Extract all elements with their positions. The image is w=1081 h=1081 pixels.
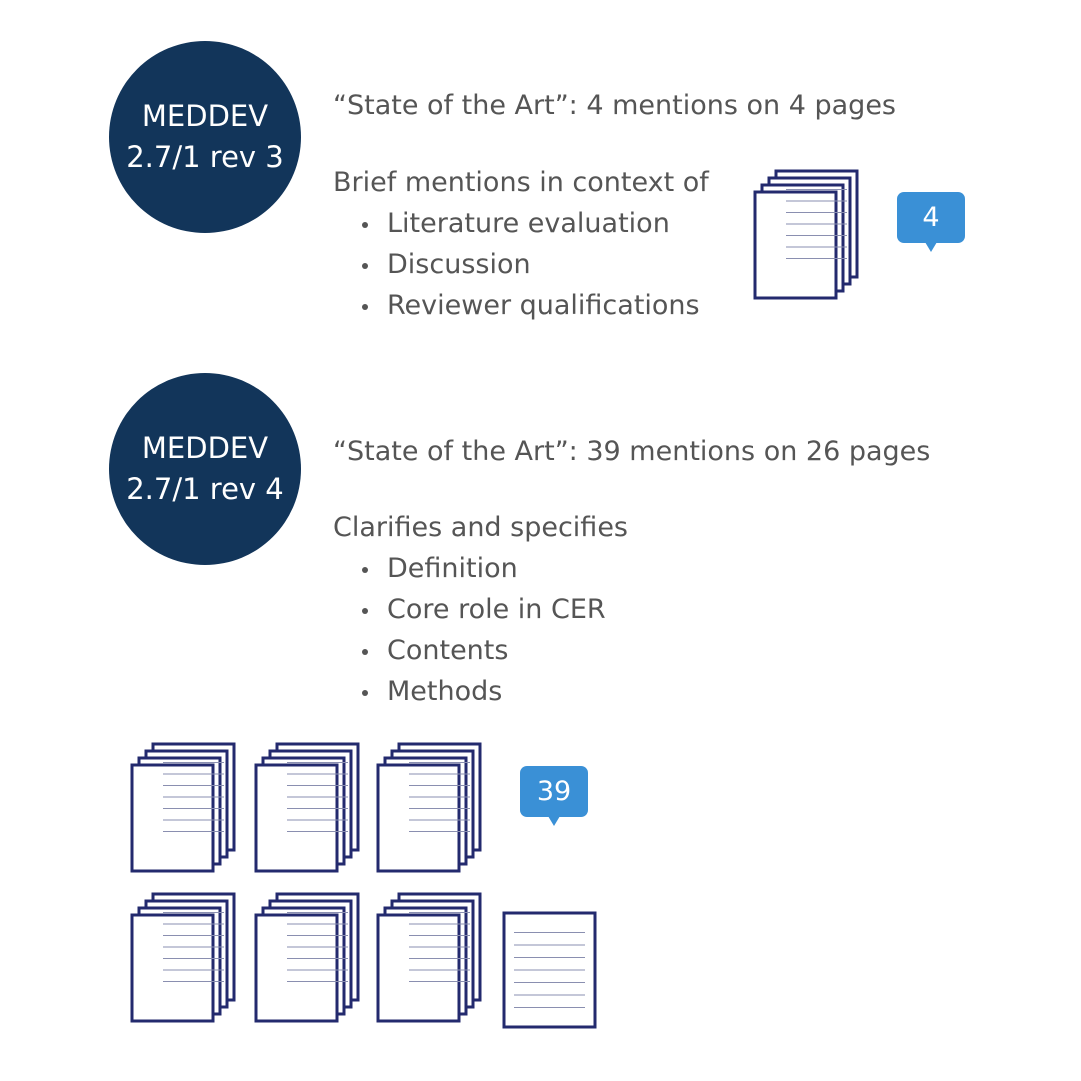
page-sheet	[254, 763, 339, 873]
rev4-page-stack	[376, 892, 482, 1023]
rev3-context-list: Brief mentions in context of Literature …	[333, 162, 709, 326]
rev4-page-stack	[376, 742, 482, 873]
rev4-page-stack	[254, 892, 360, 1023]
rev4-intro: Clarifies and specifies	[333, 512, 628, 543]
list-item: Literature evaluation	[333, 203, 709, 244]
rev4-headline: “State of the Art”: 39 mentions on 26 pa…	[333, 436, 931, 467]
rev4-items: Definition Core role in CER Contents Met…	[333, 548, 628, 712]
rev3-intro: Brief mentions in context of	[333, 167, 709, 198]
list-item: Core role in CER	[333, 589, 628, 630]
rev4-count-bubble: 39	[520, 766, 588, 826]
rev3-page-stack	[753, 169, 859, 300]
badge-line-1: MEDDEV	[141, 431, 269, 465]
rev4-page-stack	[130, 742, 236, 873]
badge-line-2: 2.7/1 rev 4	[126, 472, 284, 506]
list-item: Reviewer qualifications	[333, 285, 709, 326]
rev4-page-stack	[254, 742, 360, 873]
rev4-page-stack	[130, 892, 236, 1023]
list-item: Contents	[333, 630, 628, 671]
rev3-headline: “State of the Art”: 4 mentions on 4 page…	[333, 90, 896, 121]
page-sheet	[376, 763, 461, 873]
rev4-context-list: Clarifies and specifies Definition Core …	[333, 507, 628, 712]
page-sheet	[753, 190, 838, 300]
badge-line-1: MEDDEV	[141, 99, 269, 133]
page-sheet	[130, 913, 215, 1023]
list-item: Definition	[333, 548, 628, 589]
rev3-count-bubble: 4	[897, 192, 965, 252]
meddev-rev3-badge: MEDDEV 2.7/1 rev 3	[109, 41, 301, 233]
list-item: Discussion	[333, 244, 709, 285]
page-sheet	[376, 913, 461, 1023]
badge-line-2: 2.7/1 rev 3	[126, 140, 284, 174]
page-sheet	[254, 913, 339, 1023]
rev3-items: Literature evaluation Discussion Reviewe…	[333, 203, 709, 326]
meddev-rev4-badge: MEDDEV 2.7/1 rev 4	[109, 373, 301, 565]
list-item: Methods	[333, 671, 628, 712]
page-sheet	[130, 763, 215, 873]
rev4-single-page	[502, 911, 597, 1029]
